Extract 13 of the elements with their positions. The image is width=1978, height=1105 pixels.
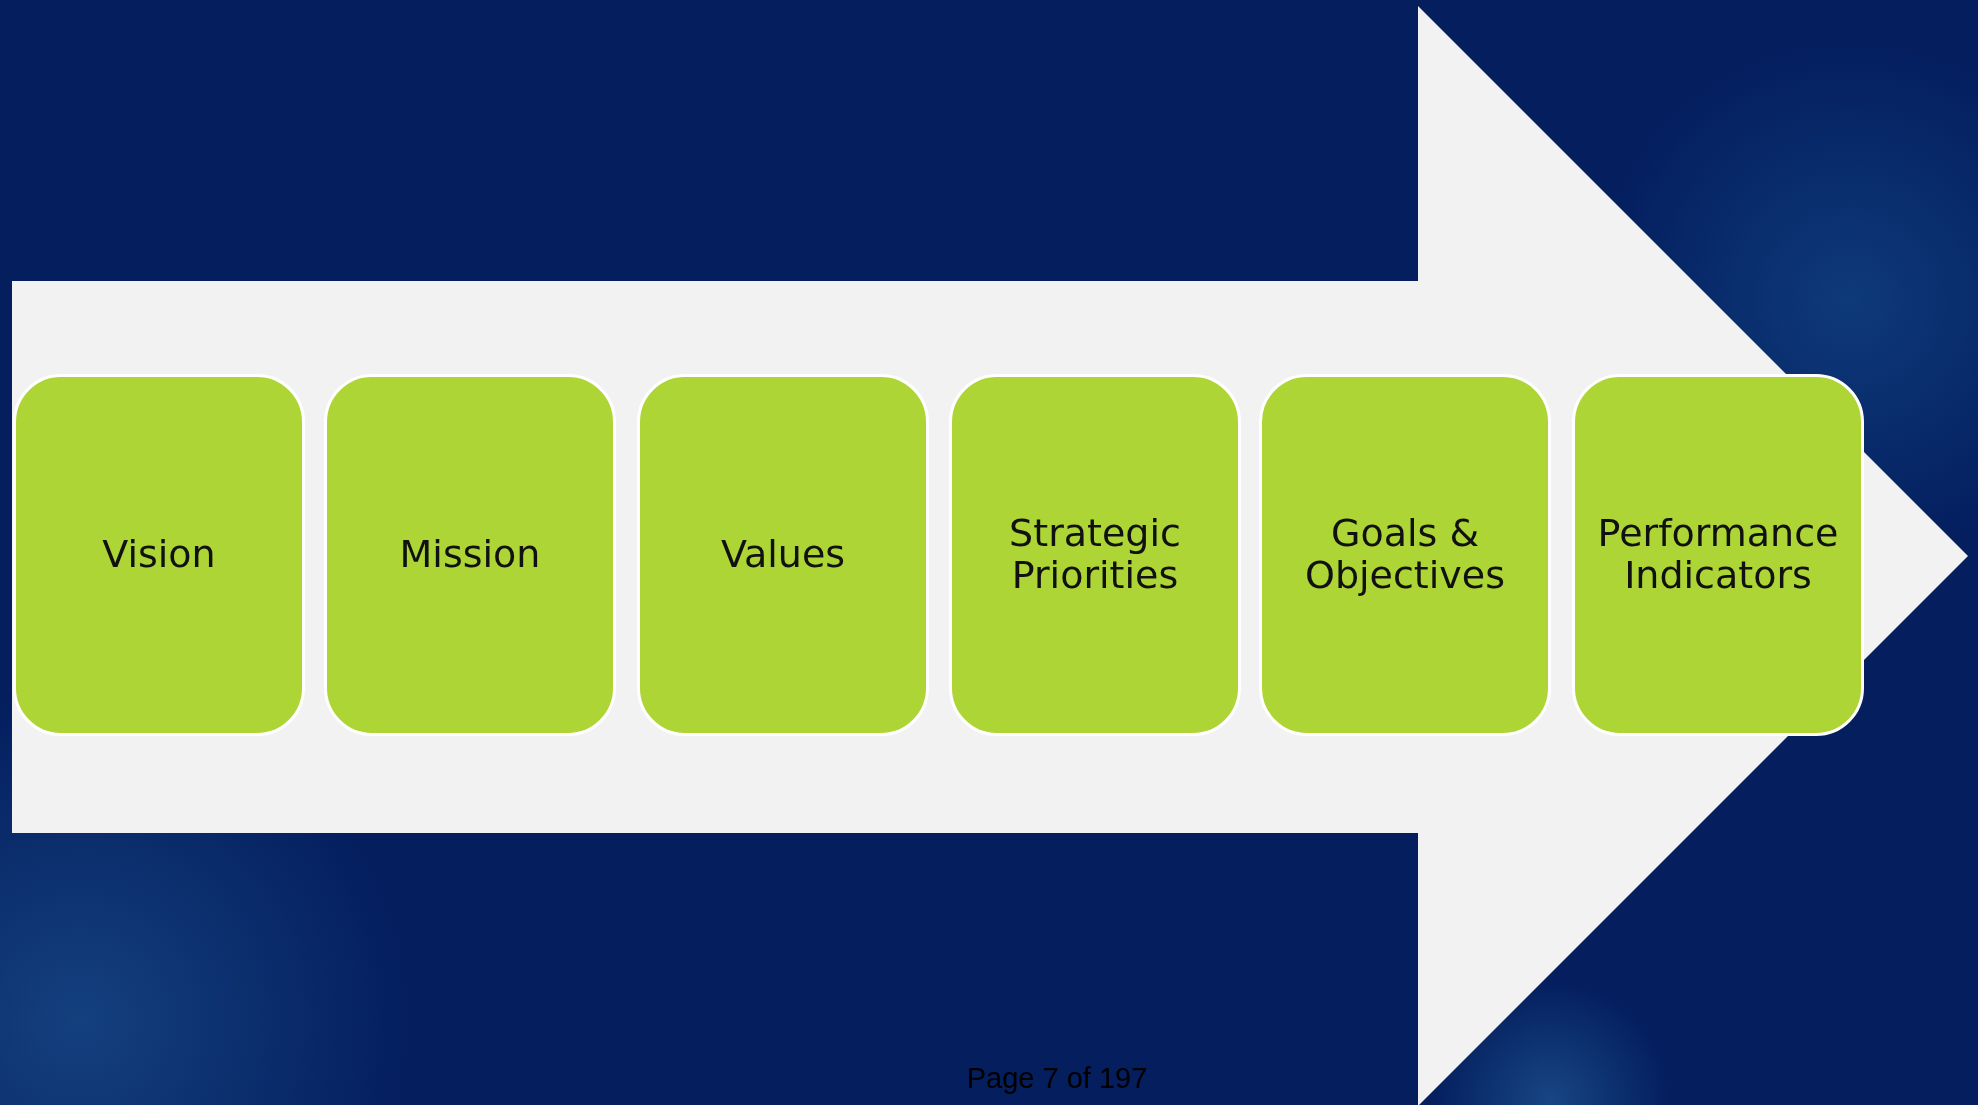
step-label: Performance Indicators [1596,513,1840,597]
step-label: Values [719,534,847,576]
step-box [637,374,929,736]
step-box [324,374,616,736]
step-box [1572,374,1864,736]
step-box [13,374,305,736]
step-label: Goals & Objectives [1304,513,1506,597]
page-number: Page 7 of 197 [965,1062,1149,1095]
step-label: Vision [101,534,217,576]
step-label: Strategic Priorities [1008,513,1182,597]
step-box [949,374,1241,736]
step-box [1259,374,1551,736]
step-label: Mission [398,534,542,576]
